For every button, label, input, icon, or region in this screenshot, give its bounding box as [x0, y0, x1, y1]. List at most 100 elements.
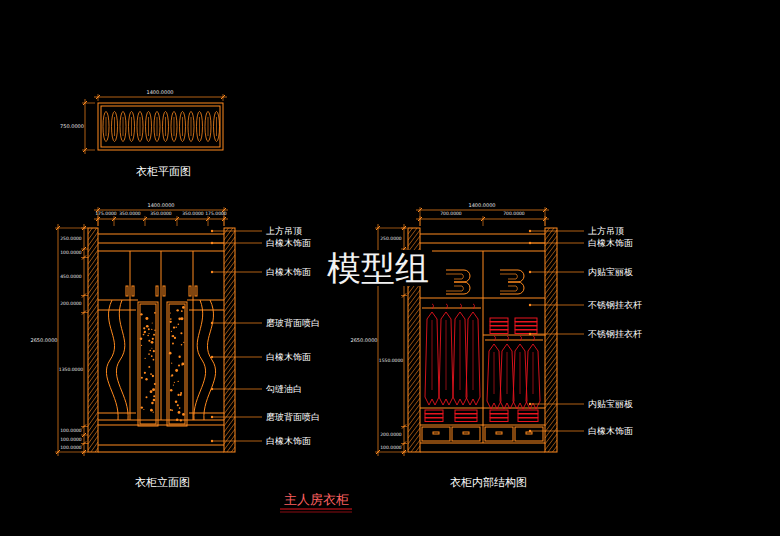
hatch-line: [224, 375, 235, 390]
garment-fold: [520, 352, 521, 394]
hanger-hook: [473, 304, 475, 309]
leader-line: [212, 323, 262, 324]
leader-dot: [529, 333, 531, 335]
hatch-line: [224, 249, 235, 264]
dimension-text: 175.0000: [95, 212, 116, 217]
extension-line: [545, 207, 546, 226]
glass-speckle: [183, 342, 184, 343]
hanger-hook: [460, 304, 462, 309]
garment-symbol: [513, 344, 527, 409]
panel-line: [98, 445, 224, 446]
hatch-line: [88, 238, 98, 252]
hatch-line: [88, 274, 98, 288]
shelf-line: [420, 243, 545, 244]
dimension-text: 100.0000: [60, 437, 81, 442]
extension-line: [81, 312, 88, 313]
leader-line: [530, 272, 584, 273]
extension-line: [420, 216, 421, 226]
hatch-line: [88, 298, 98, 312]
glass-speckle: [144, 331, 146, 333]
material-callout: 内贴宝丽板: [588, 268, 633, 277]
garment-fold: [494, 352, 495, 394]
dimension-text: 200.0000: [60, 302, 81, 307]
glass-speckle: [153, 412, 154, 413]
garment-symbol: [453, 312, 467, 405]
folded-clothes: [518, 418, 538, 422]
leader-line: [212, 417, 262, 418]
extension-line: [82, 103, 95, 104]
hatch-line: [224, 285, 235, 300]
drawer: [485, 427, 513, 441]
folded-clothes: [515, 318, 537, 322]
glass-speckle: [152, 375, 154, 377]
shelf-line: [483, 335, 545, 336]
hatch-line: [224, 357, 235, 372]
hatch-line: [88, 388, 98, 402]
glass-speckle: [141, 345, 142, 346]
glass-speckle: [147, 335, 149, 337]
material-callout: 白橡木饰面: [266, 268, 311, 277]
hatch-line: [88, 430, 98, 444]
door-handle: [132, 286, 134, 296]
hanger-hook: [446, 304, 448, 309]
dimension-text: 100.0000: [380, 446, 401, 451]
extension-line: [401, 426, 407, 427]
glass-speckle: [178, 364, 180, 366]
dimension-text: 750.0000: [60, 124, 84, 129]
hatch-line: [224, 303, 235, 318]
extension-line: [82, 150, 95, 151]
curved-panel: [116, 300, 128, 420]
glass-speckle: [153, 334, 155, 336]
hatch-line: [88, 352, 98, 366]
hanger-line: [208, 117, 209, 136]
hanger-hook: [494, 336, 496, 341]
leader-line: [530, 334, 584, 335]
hatch-line: [88, 268, 98, 282]
wall-section: [224, 228, 235, 452]
garment-fold: [473, 320, 474, 390]
drawer: [452, 427, 480, 441]
glass-speckle: [180, 392, 182, 394]
hatch-line: [88, 322, 98, 336]
glass-speckle: [175, 327, 176, 328]
wall-section: [88, 228, 98, 452]
folded-linen-symbol: [500, 274, 517, 291]
hanger-hook: [507, 336, 509, 341]
glass-speckle: [154, 383, 156, 385]
extension-line: [81, 443, 88, 444]
drawer-handle: [496, 432, 502, 434]
glass-speckle: [146, 325, 149, 328]
hanger-line: [165, 117, 166, 136]
glass-speckle: [150, 373, 152, 375]
garment-fold: [460, 320, 461, 390]
hanger-symbol: [137, 112, 143, 142]
hanger-line: [131, 117, 132, 136]
folded-clothes: [455, 414, 477, 418]
drawer-handle: [526, 432, 532, 434]
hatch-line: [224, 315, 235, 330]
hatch-line: [224, 417, 235, 432]
garment-fold: [446, 320, 447, 390]
glass-speckle: [176, 418, 178, 420]
leader-line: [212, 243, 262, 244]
extension-line: [145, 216, 146, 226]
garment-symbol: [526, 344, 540, 409]
glass-speckle: [153, 399, 155, 401]
door-handle: [156, 286, 158, 296]
glass-speckle: [173, 326, 175, 328]
hatch-line: [224, 339, 235, 354]
glass-speckle: [153, 350, 155, 352]
sheet-title: 主人房衣柜: [284, 493, 349, 506]
door-handle: [189, 286, 191, 296]
hatch-line: [88, 280, 98, 294]
garment-symbol: [439, 312, 453, 405]
hatch-line: [408, 446, 420, 452]
extension-line: [98, 216, 99, 226]
door-handle: [163, 286, 165, 296]
dimension-line: [84, 224, 85, 456]
hatch-line: [224, 237, 235, 252]
dimension-line: [58, 224, 59, 456]
material-callout: 白橡木饰面: [266, 437, 311, 446]
leader-line: [530, 243, 584, 244]
glass-speckle: [170, 318, 172, 320]
